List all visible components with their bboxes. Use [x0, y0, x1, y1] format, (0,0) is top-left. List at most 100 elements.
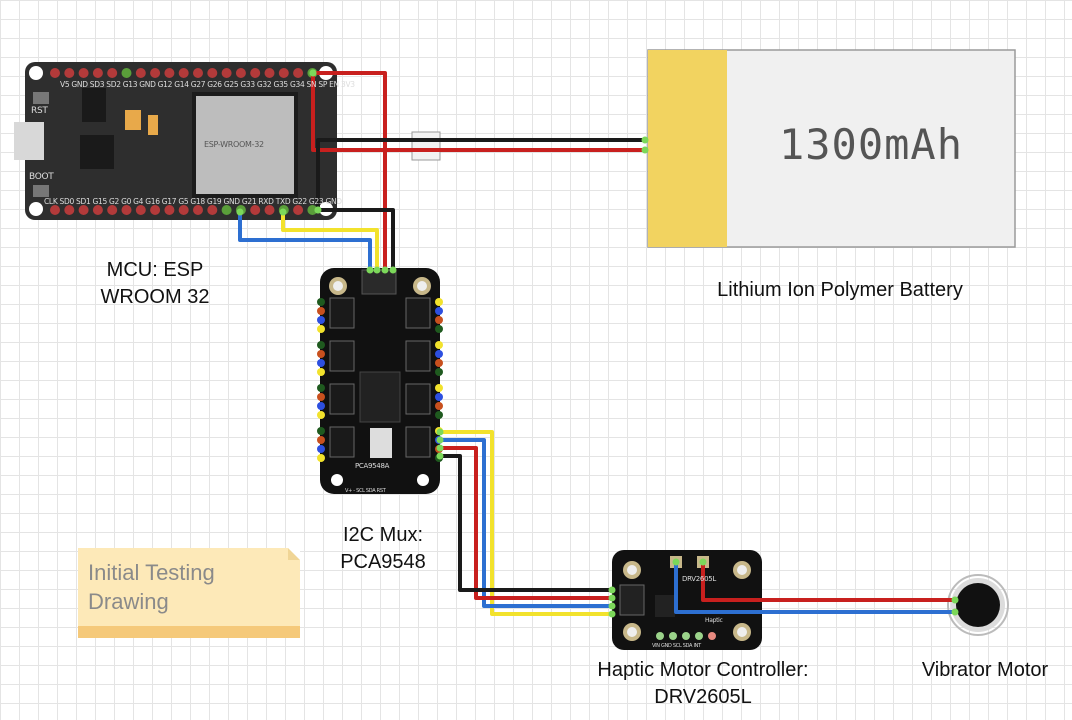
mux-port-connector: [329, 383, 355, 415]
mux-port-pin: [435, 307, 443, 315]
esp32-pin: [50, 68, 60, 78]
blue-wire: [440, 438, 612, 608]
haptic-text: Haptic: [705, 617, 723, 624]
mux-port-pin: [317, 402, 325, 410]
note-line1: Initial Testing: [88, 560, 215, 585]
mcu-label-line1: MCU: ESP: [106, 259, 204, 281]
mux-port-pin: [435, 368, 443, 376]
battery-label: Lithium Ion Polymer Battery: [717, 279, 963, 301]
wire-endpoint: [608, 586, 616, 594]
haptic-chip-label: DRV2605L: [682, 575, 716, 583]
mux-port-pin: [317, 427, 325, 435]
yellow-wire: [281, 212, 379, 270]
wire-endpoint: [389, 266, 397, 274]
mux-port-pin: [317, 368, 325, 376]
mux-port-pin: [317, 307, 325, 315]
esp32-pin: [264, 205, 275, 215]
mux-port-pin: [317, 341, 325, 349]
esp32-pin: [250, 68, 261, 78]
esp32-pin: [92, 205, 103, 215]
red-wire: [313, 71, 387, 270]
wires: [236, 69, 959, 618]
esp32-pin: [221, 205, 232, 215]
mux-port-connector: [329, 340, 355, 372]
mux-port-pin: [435, 393, 443, 401]
esp32-pin: [164, 205, 175, 215]
mux-port-pin: [317, 298, 325, 306]
mux-port-connector: [405, 383, 431, 415]
esp32-pin: [207, 205, 218, 215]
wire-endpoint: [236, 208, 244, 216]
esp32-pin: [78, 68, 89, 78]
mcu-label-line2: WROOM 32: [100, 286, 210, 308]
battery[interactable]: [647, 49, 1016, 248]
mux-port-pin: [435, 325, 443, 333]
wire-endpoint: [381, 266, 389, 274]
mux-port-pin: [435, 316, 443, 324]
wire-endpoint: [436, 444, 444, 452]
mux-port-pin: [317, 445, 325, 453]
jst-connector: [411, 131, 441, 161]
mux-port-pin: [435, 350, 443, 358]
haptic-label-line2: DRV2605L: [654, 686, 752, 708]
wire-endpoint: [608, 594, 616, 602]
esp32-pin: [278, 68, 289, 78]
haptic-board[interactable]: [612, 550, 762, 650]
esp32-pin: [264, 68, 275, 78]
haptic-pin-labels: VIN GND SCL SDA INT: [652, 643, 701, 649]
wire-endpoint: [436, 436, 444, 444]
mux-port-connector: [329, 426, 355, 458]
wire-endpoint: [436, 452, 444, 460]
note-sticky[interactable]: Initial Testing Drawing: [78, 548, 300, 638]
blue-wire: [674, 562, 955, 614]
esp32-board[interactable]: [14, 62, 337, 220]
esp32-pin: [150, 68, 161, 78]
esp32-pin: [150, 205, 161, 215]
wire-endpoint: [672, 558, 680, 566]
mux-port-pin: [317, 325, 325, 333]
mcu-label: MCU: ESP WROOM 32: [80, 257, 230, 311]
esp32-pin: [121, 205, 132, 215]
mux-port-pin: [317, 359, 325, 367]
esp32-pin: [64, 205, 75, 215]
mux-port-pin: [435, 384, 443, 392]
mux-port-pin: [317, 393, 325, 401]
esp32-pin-headers: [50, 68, 318, 215]
battery-capacity: 1300mAh: [778, 120, 963, 169]
note-bar: [78, 626, 300, 638]
mux-label: I2C Mux: PCA9548: [310, 522, 456, 576]
esp32-pin: [164, 68, 175, 78]
esp32-pin: [178, 205, 189, 215]
red-wire: [440, 446, 612, 600]
mux-port-connector: [405, 297, 431, 329]
wire-endpoint: [641, 146, 649, 154]
wire-endpoint: [436, 428, 444, 436]
esp32-pin: [293, 68, 304, 78]
wire-endpoint: [373, 266, 381, 274]
vibrator-motor[interactable]: [947, 574, 1009, 636]
wire-endpoint: [314, 206, 322, 214]
wire-endpoint: [699, 558, 707, 566]
mux-port-pin: [435, 298, 443, 306]
esp32-pin: [193, 205, 203, 215]
mux-port-pin: [435, 402, 443, 410]
mux-port-pin: [317, 316, 325, 324]
esp32-pin: [250, 205, 261, 215]
black-wire: [440, 454, 612, 592]
wire-endpoint: [309, 69, 317, 77]
esp32-pin: [221, 68, 232, 78]
mux-port-pin: [317, 436, 325, 444]
mux-port-connector: [405, 426, 431, 458]
esp32-pin: [64, 68, 75, 78]
wire-endpoint: [641, 136, 649, 144]
esp32-bottom-pin-labels: CLK SD0 SD1 G15 G2 G0 G4 G16 G17 G5 G18 …: [44, 197, 342, 206]
mux-label-line1: I2C Mux:: [342, 524, 424, 546]
esp32-pin: [121, 68, 132, 78]
wire-endpoint: [366, 266, 374, 274]
wire-endpoint: [608, 610, 616, 618]
esp32-pin: [50, 205, 60, 215]
mux-pin-labels: V+ - SCL SDA RST: [345, 488, 386, 494]
note-fold: [288, 548, 300, 560]
esp32-pin: [307, 205, 318, 215]
